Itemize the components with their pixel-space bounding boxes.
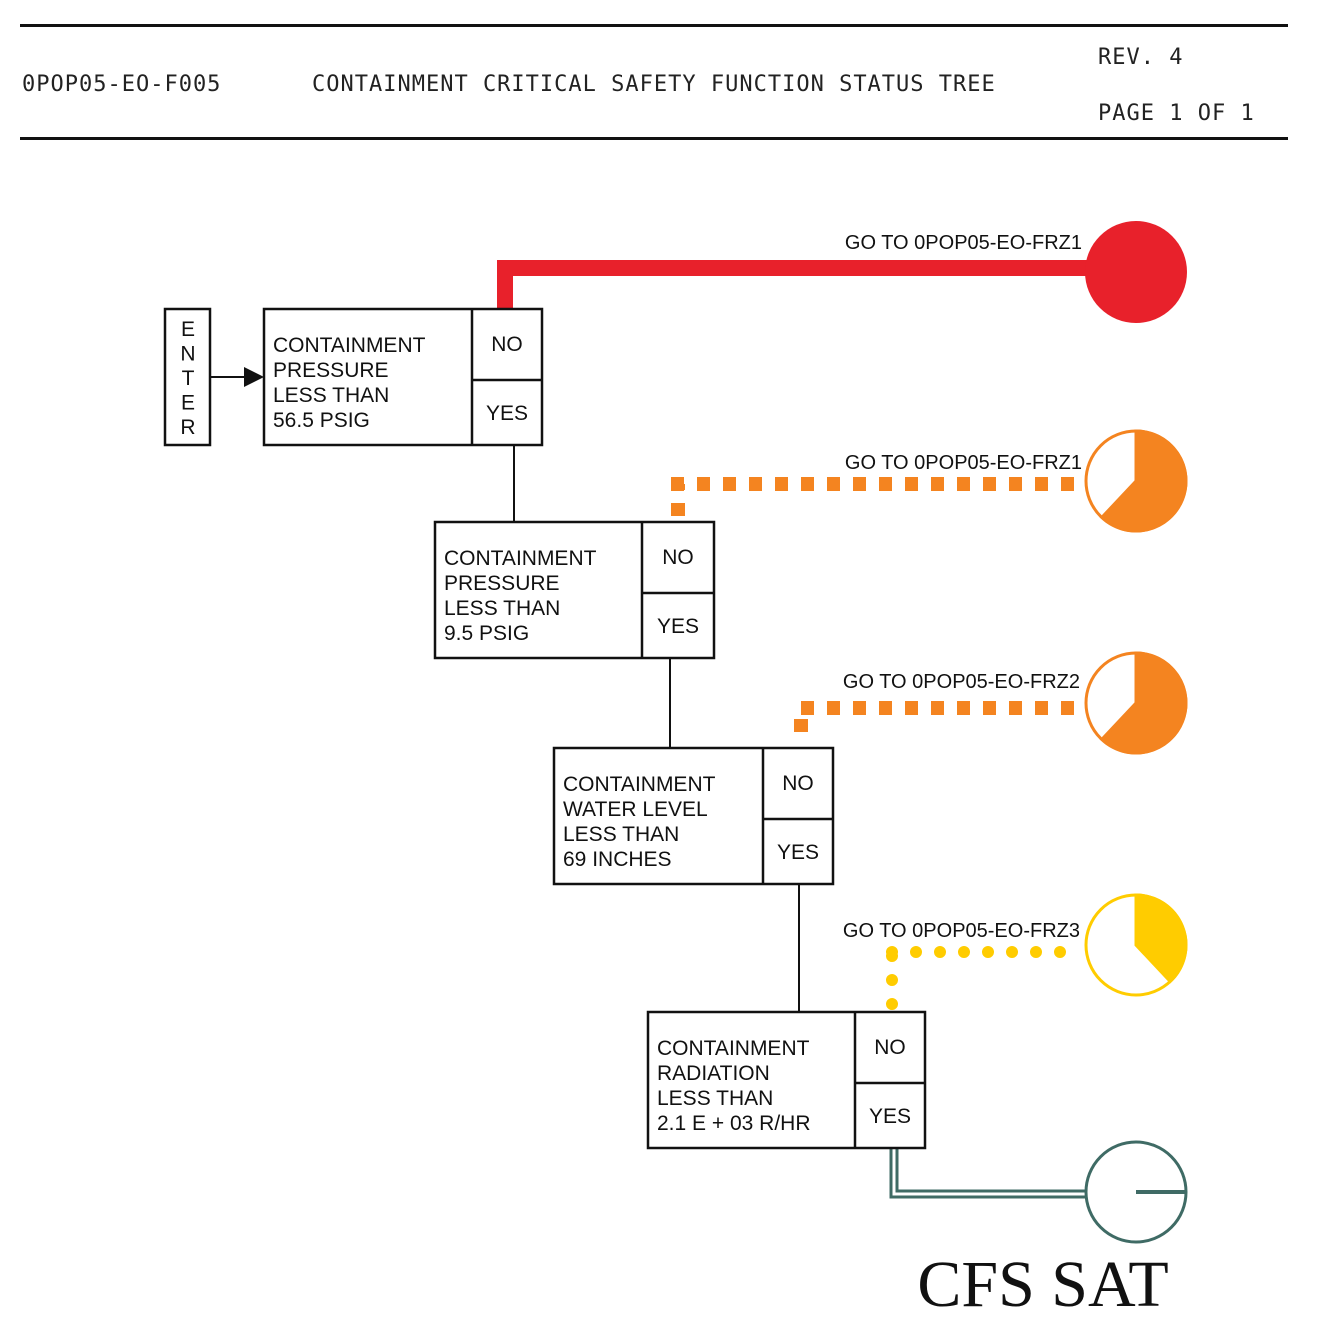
doc-id: 0POP05-EO-F005 <box>22 72 222 97</box>
enter-letter: E <box>181 318 195 341</box>
no-branch-label: NO <box>491 333 523 356</box>
condition-text: CONTAINMENT <box>657 1037 810 1060</box>
enter-box <box>163 307 212 447</box>
condition-text: LESS THAN <box>657 1087 773 1110</box>
condition-text: 9.5 PSIG <box>444 622 529 645</box>
no-branch-label: NO <box>782 772 814 795</box>
condition-text: CONTAINMENT <box>444 547 597 570</box>
decision-box <box>552 746 835 886</box>
condition-text: RADIATION <box>657 1062 770 1085</box>
condition-text: CONTAINMENT <box>273 334 426 357</box>
yes-path-sat <box>889 1148 1088 1199</box>
no-branch-label: NO <box>874 1036 906 1059</box>
no-path-orange-1 <box>671 477 1082 516</box>
header-top-rule <box>20 24 1288 27</box>
no-path-orange-2 <box>794 701 1082 732</box>
outcome-label-4: GO TO 0POP05-EO-FRZ3 <box>843 920 1080 942</box>
revision: REV. 4 <box>1098 45 1184 70</box>
no-branch-label: NO <box>662 546 694 569</box>
enter-letter: R <box>180 416 195 439</box>
condition-text: CONTAINMENT <box>563 773 716 796</box>
yes-branch-label: YES <box>777 841 819 864</box>
decision-box <box>646 1010 927 1150</box>
no-path-yellow <box>886 946 1088 1010</box>
page-number: PAGE 1 OF 1 <box>1098 101 1255 126</box>
status-circle-2 <box>1084 429 1188 533</box>
condition-text: WATER LEVEL <box>563 798 708 821</box>
decision-box <box>433 520 716 660</box>
yes-branch-label: YES <box>869 1105 911 1128</box>
enter-letter: N <box>180 343 195 366</box>
condition-text: 69 INCHES <box>563 848 672 871</box>
status-circle-1 <box>1085 221 1187 323</box>
yes-branch-label: YES <box>657 615 699 638</box>
enter-letter: T <box>182 367 195 390</box>
status-circle-4 <box>1084 893 1188 997</box>
enter-letter: E <box>181 392 195 415</box>
outcome-label-2: GO TO 0POP05-EO-FRZ1 <box>845 452 1082 474</box>
yes-branch-label: YES <box>486 402 528 425</box>
condition-text: 56.5 PSIG <box>273 409 370 432</box>
condition-text: LESS THAN <box>444 597 560 620</box>
condition-text: LESS THAN <box>273 384 389 407</box>
decision-box <box>262 307 544 447</box>
condition-text: LESS THAN <box>563 823 679 846</box>
status-circle-5 <box>1084 1140 1188 1244</box>
no-path-red <box>497 260 1090 310</box>
cfs-sat-label: CFS SAT <box>917 1248 1168 1321</box>
status-circle-3 <box>1084 651 1188 755</box>
condition-text: PRESSURE <box>273 359 389 382</box>
condition-text: PRESSURE <box>444 572 560 595</box>
header-bottom-rule <box>20 137 1288 140</box>
condition-text: 2.1 E + 03 R/HR <box>657 1112 811 1135</box>
outcome-label-3: GO TO 0POP05-EO-FRZ2 <box>843 671 1080 693</box>
doc-title: CONTAINMENT CRITICAL SAFETY FUNCTION STA… <box>312 72 996 97</box>
outcome-label-1: GO TO 0POP05-EO-FRZ1 <box>845 232 1082 254</box>
